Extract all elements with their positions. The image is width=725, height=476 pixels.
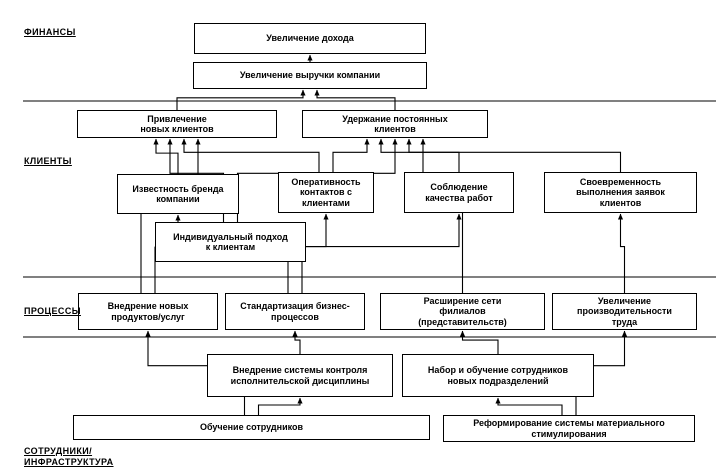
connector-e-n4-n2 — [314, 89, 396, 110]
objective-node-n2[interactable]: Увеличение выручки компании — [193, 62, 427, 89]
objective-node-label: Оперативность контактов с клиентами — [291, 177, 361, 208]
objective-node-n16[interactable]: Обучение сотрудников — [73, 415, 430, 440]
perspective-label-clients: КЛИЕНТЫ — [24, 156, 72, 166]
objective-node-n8[interactable]: Своевременность выполнения заявок клиент… — [544, 172, 697, 213]
objective-node-label: Привлечение новых клиентов — [140, 113, 214, 134]
connector-e-n11-n7 — [301, 213, 462, 293]
perspective-label-staff: СОТРУДНИКИ/ ИНФРАСТРУКТУРА — [24, 446, 114, 468]
objective-node-n5[interactable]: Известность бренда компании — [117, 174, 239, 214]
connector-e-n17-n15 — [495, 397, 563, 415]
connector-e-n8-n4 — [406, 138, 622, 172]
perspective-label-finance: ФИНАНСЫ — [24, 27, 76, 37]
objective-node-label: Известность бренда компании — [132, 183, 224, 204]
objective-node-n11[interactable]: Стандартизация бизнес- процессов — [225, 293, 365, 330]
objective-node-n1[interactable]: Увеличение дохода — [194, 23, 426, 54]
objective-node-label: Реформирование системы материального сти… — [473, 418, 665, 439]
objective-node-n12[interactable]: Расширение сети филиалов (представительс… — [380, 293, 545, 330]
objective-node-label: Индивидуальный подход к клиентам — [173, 231, 288, 252]
objective-node-n15[interactable]: Набор и обучение сотрудников новых подра… — [402, 354, 594, 397]
objective-node-n3[interactable]: Привлечение новых клиентов — [77, 110, 277, 138]
objective-node-label: Увеличение выручки компании — [239, 70, 381, 81]
connector-e-n5-n3 — [153, 138, 179, 174]
connector-e-n7-n4 — [378, 138, 460, 172]
objective-node-label: Увеличение дохода — [266, 33, 354, 44]
objective-node-label: Набор и обучение сотрудников новых подра… — [427, 365, 569, 386]
perspective-separator-lines — [23, 100, 716, 338]
connector-e-n6-n3 — [181, 138, 320, 172]
objective-node-label: Соблюдение качества работ — [425, 182, 493, 203]
connector-e-n15-n12 — [459, 330, 499, 354]
objective-node-label: Обучение сотрудников — [199, 422, 304, 433]
connector-e-n6-n4 — [332, 138, 370, 172]
connector-e-n3-n2 — [176, 89, 306, 110]
objective-node-label: Расширение сети филиалов (представительс… — [418, 296, 507, 327]
connector-e-n13-n8 — [617, 213, 626, 293]
objective-node-n4[interactable]: Удержание постоянных клиентов — [302, 110, 488, 138]
objective-node-label: Удержание постоянных клиентов — [342, 113, 448, 134]
objective-node-n13[interactable]: Увеличение производительности труда — [552, 293, 697, 330]
objective-node-label: Внедрение новых продуктов/услуг — [107, 301, 189, 322]
objective-node-label: Своевременность выполнения заявок клиент… — [576, 177, 665, 208]
objective-node-n17[interactable]: Реформирование системы материального сти… — [443, 415, 695, 442]
objective-node-label: Увеличение производительности труда — [577, 296, 672, 327]
connector-e-n12-n4 — [420, 138, 464, 293]
objective-node-label: Стандартизация бизнес- процессов — [240, 301, 350, 322]
objective-node-n6[interactable]: Оперативность контактов с клиентами — [278, 172, 374, 213]
objective-node-n14[interactable]: Внедрение системы контроля исполнительск… — [207, 354, 393, 397]
objective-node-n7[interactable]: Соблюдение качества работ — [404, 172, 514, 213]
connector-e-n16-n14 — [257, 397, 303, 415]
objective-node-label: Внедрение системы контроля исполнительск… — [230, 365, 370, 386]
perspective-label-processes: ПРОЦЕССЫ — [24, 306, 81, 316]
objective-node-n10[interactable]: Внедрение новых продуктов/услуг — [78, 293, 218, 330]
connector-e-n14-n11 — [292, 330, 301, 354]
objective-node-n9[interactable]: Индивидуальный подход к клиентам — [155, 222, 306, 262]
